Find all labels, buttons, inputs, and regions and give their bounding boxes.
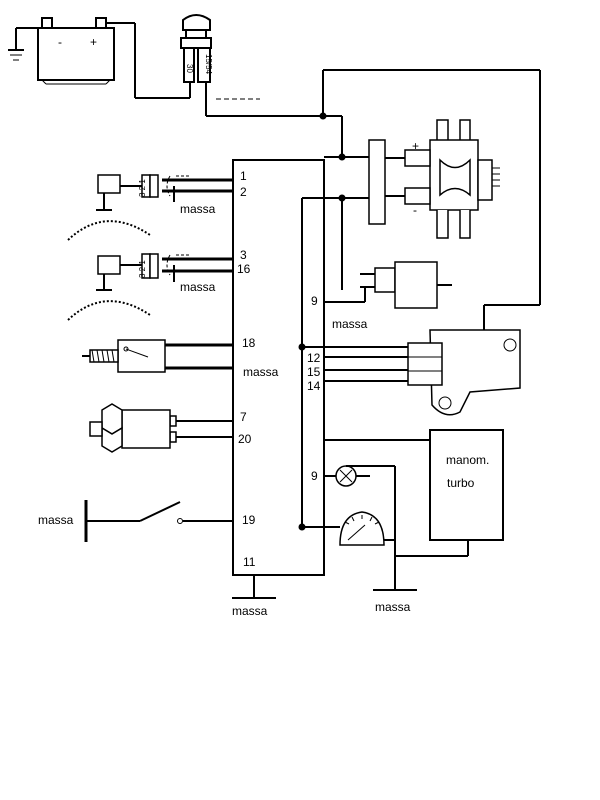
ecu-pin-16: 16: [237, 262, 251, 276]
throttle-switch: massa: [82, 339, 279, 379]
sensor2-connector-pins: 3 2 1: [138, 260, 147, 278]
ecu-pin-9-bottom: 9: [311, 469, 318, 483]
ecu-pin-12: 12: [307, 351, 321, 365]
battery-minus-label: -: [58, 35, 62, 49]
power-loop-wiring: [301, 69, 541, 527]
sensor2-massa-label: massa: [180, 280, 216, 294]
ecu-pin-7: 7: [240, 410, 247, 424]
ignition-terminal-30: 30: [185, 64, 194, 73]
throttle-body: [298, 329, 521, 416]
switch-massa-label: massa: [38, 513, 74, 527]
ignition-switch: 15/54 30: [180, 14, 343, 157]
battery: - +: [8, 17, 190, 99]
ignition-terminal-1554: 15/54: [204, 54, 213, 75]
ecu-pin-15: 15: [307, 365, 321, 379]
battery-plus-label: +: [90, 35, 97, 49]
throttle-massa-label: massa: [243, 365, 279, 379]
temperature-sensor: [89, 403, 233, 453]
ecu-pin-3: 3: [240, 248, 247, 262]
turbo-manometer: manom. turbo: [429, 429, 504, 541]
ignition-coil: + -: [368, 119, 500, 239]
manometer-label-line2: turbo: [447, 476, 475, 490]
ground-switch: massa: [38, 500, 233, 542]
ecu-pin-2: 2: [240, 185, 247, 199]
ecu-massa-label: massa: [232, 604, 268, 618]
coil-minus-label: -: [413, 203, 417, 217]
ecu-ground: massa: [232, 575, 276, 618]
sensor1-massa-label: massa: [180, 202, 216, 216]
ecu-pin-9-top: 9: [311, 294, 318, 308]
ecu-pin-20: 20: [238, 432, 252, 446]
ecu-pin-14: 14: [307, 379, 321, 393]
ecu-pin-1: 1: [240, 169, 247, 183]
injector-massa-label: massa: [332, 317, 368, 331]
boost-gauge-wiring: massa: [298, 439, 469, 614]
coil-plus-label: +: [412, 139, 419, 153]
sensor1-connector-pins: 3 2 1: [138, 179, 147, 197]
manometer-label-line1: manom.: [446, 453, 489, 467]
speed-sensor-2: 3 2 1 massa: [67, 253, 233, 321]
gauge-massa-label: massa: [375, 600, 411, 614]
ecu-pin-19: 19: [242, 513, 256, 527]
ecu-pin-11: 11: [243, 555, 256, 569]
injector: [324, 261, 452, 309]
speed-sensor-1: 3 2 1 massa: [67, 174, 233, 241]
ecu-pin-18: 18: [242, 336, 256, 350]
